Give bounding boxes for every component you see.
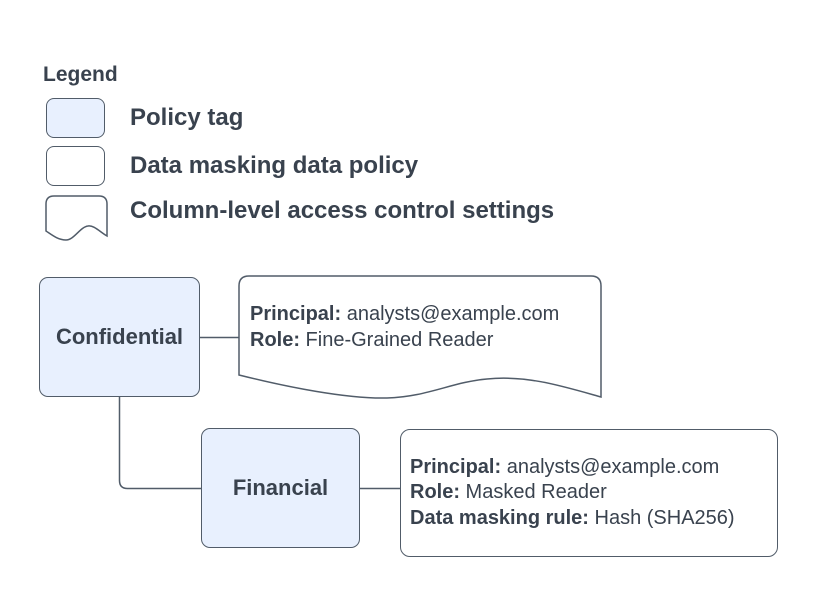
access-note-role-key: Role: <box>250 328 300 351</box>
masking-note-role-line: Role: Masked Reader <box>410 480 777 506</box>
legend-label-policy-tag: Policy tag <box>130 104 244 131</box>
masking-note-role-key: Role: <box>410 481 460 504</box>
legend-title: Legend <box>43 63 118 86</box>
data-masking-policy-note: Principal: analysts@example.com Role: Ma… <box>400 429 778 557</box>
policy-tag-confidential: Confidential <box>39 277 200 397</box>
access-note-principal-line: Principal: analysts@example.com <box>250 302 559 328</box>
connector-confidential-to-financial <box>118 397 201 490</box>
legend-label-data-masking-policy: Data masking data policy <box>130 152 419 179</box>
masking-note-rule-line: Data masking rule: Hash (SHA256) <box>410 506 777 532</box>
legend-label-column-access-control: Column-level access control settings <box>130 197 555 224</box>
masking-note-principal-key: Principal: <box>410 455 502 478</box>
policy-tag-financial-label: Financial <box>232 475 329 500</box>
access-note-principal-value: analysts@example.com <box>341 303 560 325</box>
access-note-principal-key: Principal: <box>250 303 342 325</box>
access-control-note-shape <box>238 275 602 399</box>
column-access-control-swatch <box>45 195 108 241</box>
masking-note-role-value: Masked Reader <box>460 481 607 504</box>
access-note-role-line: Role: Fine-Grained Reader <box>250 328 559 354</box>
policy-tag-financial: Financial <box>201 428 360 548</box>
masking-note-principal-value: analysts@example.com <box>501 455 720 478</box>
masking-note-rule-value: Hash (SHA256) <box>588 506 735 529</box>
policy-tag-confidential-label: Confidential <box>55 324 184 349</box>
policy-tag-swatch <box>46 98 105 138</box>
masking-note-rule-key: Data masking rule: <box>410 506 589 529</box>
data-masking-policy-swatch <box>46 146 105 186</box>
access-control-note-text: Principal: analysts@example.com Role: Fi… <box>250 302 559 353</box>
access-note-role-value: Fine-Grained Reader <box>300 328 494 351</box>
masking-note-principal-line: Principal: analysts@example.com <box>410 455 777 481</box>
